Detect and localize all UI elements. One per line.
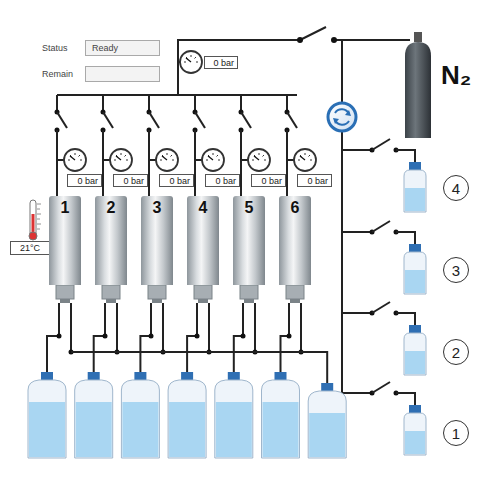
column-cylinder: 6 <box>279 196 311 285</box>
callout-number: 2 <box>452 344 460 361</box>
field-label: Status <box>42 41 68 55</box>
vial-plumbing <box>342 139 426 455</box>
gas-label: N₂ <box>441 60 471 91</box>
callout-number: 1 <box>452 425 460 442</box>
vial-branch <box>342 139 426 212</box>
callout-circle: 1 <box>443 420 469 446</box>
callout-number: 5 <box>245 199 254 285</box>
bottle <box>28 372 66 458</box>
collection-bottles <box>28 303 346 458</box>
thermometer <box>29 200 41 240</box>
callout-number: 2 <box>107 199 116 285</box>
vial-branch <box>342 382 426 455</box>
field-value: 0 bar <box>77 176 98 186</box>
field-value: 0 bar <box>215 176 236 186</box>
pump-line <box>341 40 343 103</box>
column-cylinder: 4 <box>187 196 219 285</box>
field-value: 0 bar <box>123 176 144 186</box>
callout-circle: 4 <box>443 175 469 201</box>
gauge-stub <box>178 61 179 63</box>
circulation-pump <box>328 103 356 131</box>
remain-field: Remain <box>85 66 160 82</box>
field-value: 21°C <box>20 243 40 253</box>
field-value: Ready <box>92 41 118 55</box>
gas-line <box>334 39 410 41</box>
callout-number: 4 <box>452 180 460 197</box>
pressure-readout: 0 bar <box>159 174 194 187</box>
column-cylinder: 2 <box>95 196 127 285</box>
bottle <box>168 372 206 458</box>
pressure-readout: 0 bar <box>205 174 240 187</box>
field-value: 0 bar <box>213 58 234 68</box>
bottle <box>215 372 253 458</box>
manifold-bus <box>57 94 297 96</box>
pressure-readout: 0 bar <box>297 174 332 187</box>
callout-number: 3 <box>153 199 162 285</box>
vial-branch <box>342 221 426 294</box>
field-value: 0 bar <box>307 176 328 186</box>
bottle <box>121 372 159 458</box>
bottle <box>75 372 113 458</box>
callout-number: 3 <box>452 262 460 279</box>
column-cylinder: 5 <box>233 196 265 285</box>
joint-dot <box>331 37 337 43</box>
callout-circle: 2 <box>443 339 469 365</box>
joint-dot <box>297 37 303 43</box>
vial-branch <box>342 302 426 375</box>
nitrogen-cylinder <box>405 32 431 138</box>
field-label: Remain <box>42 67 73 81</box>
column-cylinder: 3 <box>141 196 173 285</box>
pressure-readout: 0 bar <box>204 56 238 69</box>
pump-line <box>341 131 343 393</box>
pressure-readout: 0 bar <box>67 174 102 187</box>
callout-number: 1 <box>61 199 70 285</box>
gas-line <box>178 40 300 95</box>
bottle <box>308 383 346 458</box>
callout-number: 6 <box>291 199 300 285</box>
column-plumbing <box>55 95 317 303</box>
field-value: 0 bar <box>169 176 190 186</box>
pressure-readout: 0 bar <box>251 174 286 187</box>
temperature-readout: 21°C <box>10 241 50 255</box>
callout-number: 4 <box>199 199 208 285</box>
status-field: StatusReady <box>85 40 160 56</box>
field-value: 0 bar <box>261 176 282 186</box>
pipe-lines <box>57 27 410 393</box>
callout-circle: 3 <box>443 257 469 283</box>
pressure-gauge <box>178 51 202 73</box>
joint-dots <box>297 37 337 43</box>
column-cylinder: 1 <box>49 196 81 285</box>
switch-blade <box>300 27 326 40</box>
bottle <box>262 372 300 458</box>
pressure-readout: 0 bar <box>113 174 148 187</box>
